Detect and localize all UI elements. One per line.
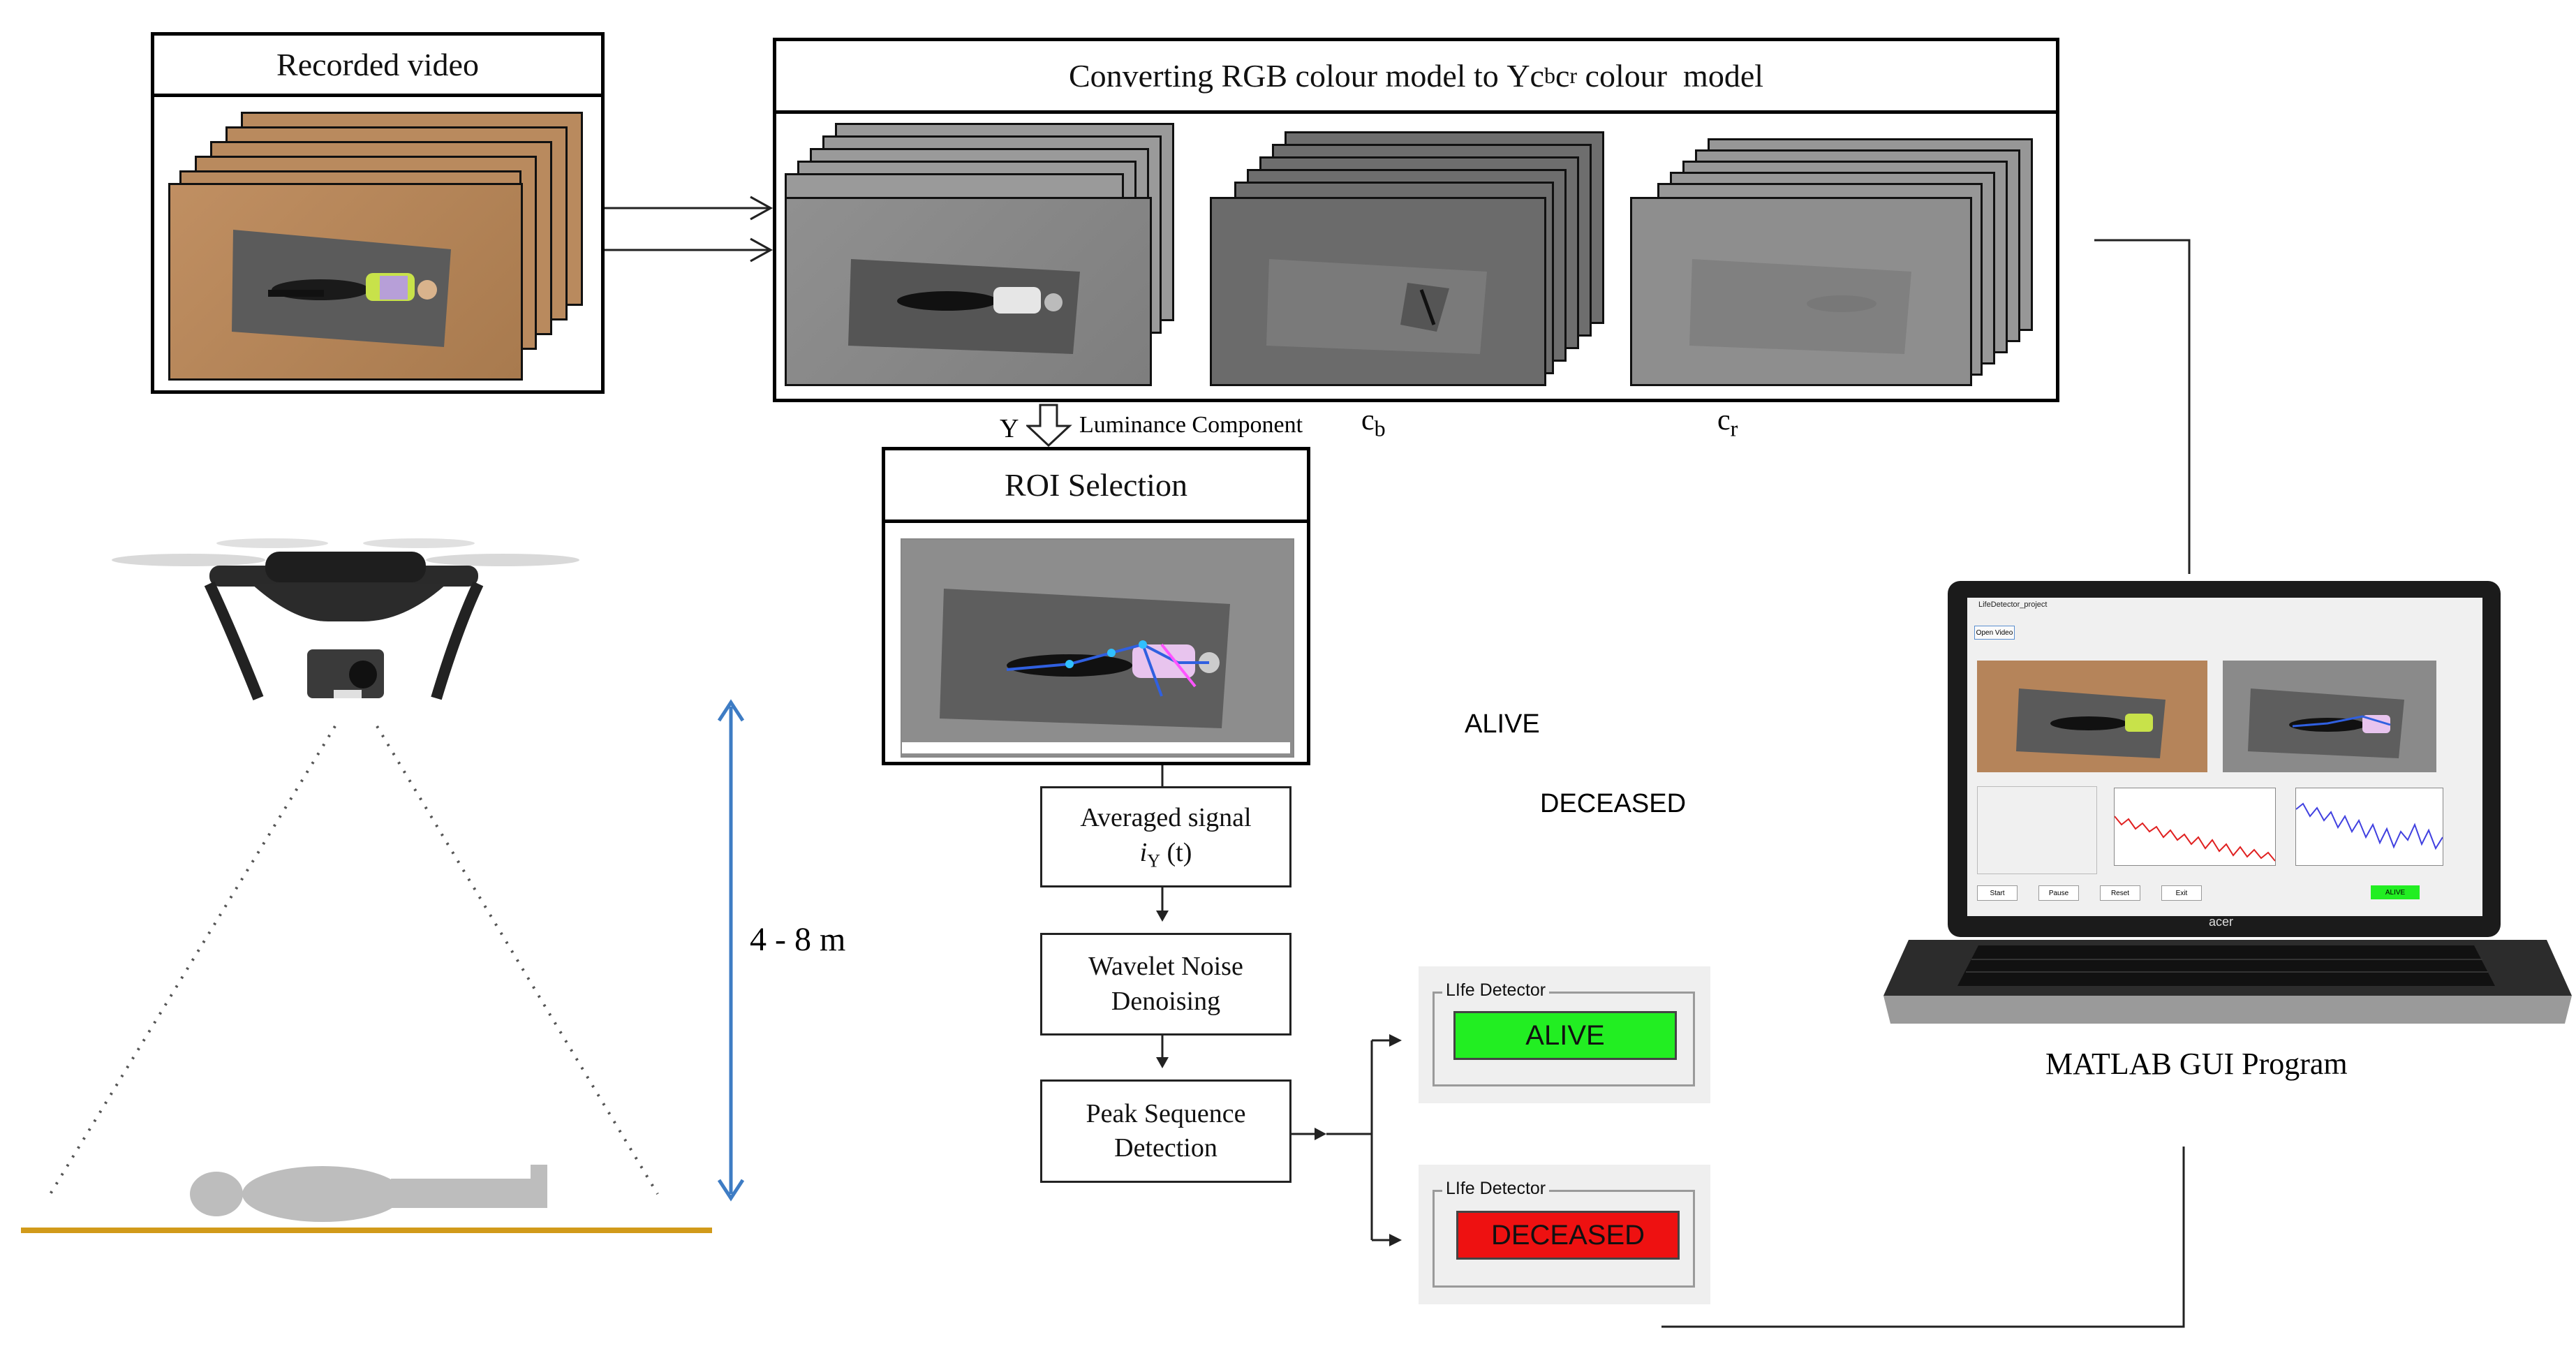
laptop-connector-lines [1661, 239, 2191, 1328]
y-label: Y [1000, 414, 1019, 443]
gui-signal-plot-blue [2295, 788, 2443, 866]
cb-channel-image [1266, 259, 1487, 354]
life-detector-alive-panel: LIfe Detector ALIVE [1419, 966, 1710, 1103]
cb-channel-frame-front [1210, 197, 1546, 386]
ground-line [21, 1228, 712, 1233]
y-channel-image [848, 259, 1080, 354]
cr-label: cr [1717, 404, 1738, 441]
laptop: acer LifeDetector_project Open Video Sta… [1881, 577, 2575, 1029]
cb-label: cb [1361, 404, 1386, 441]
cr-channel-frame-front [1630, 197, 1972, 386]
height-label: 4 - 8 m [750, 921, 846, 958]
roi-selection-panel: ROI Selection [882, 447, 1310, 765]
cr-channel-image [1689, 259, 1911, 354]
luminance-label: Luminance Component [1079, 412, 1303, 438]
gui-window: LifeDetector_project Open Video Start Pa… [1967, 598, 2482, 916]
alive-text: ALIVE [1465, 709, 1540, 739]
deceased-text: DECEASED [1540, 789, 1687, 818]
gui-info-panel [1977, 786, 2097, 874]
recorded-video-frame-front [168, 183, 523, 381]
laptop-brand: acer [2209, 915, 2234, 929]
gui-window-title: LifeDetector_project [1978, 600, 2048, 609]
drone-scene [21, 538, 745, 1233]
height-arrow-icon [717, 699, 745, 1202]
peak-sequence-step: Peak Sequence Detection [1040, 1079, 1291, 1183]
laptop-caption: MATLAB GUI Program [2045, 1047, 2348, 1081]
deceased-status-indicator: DECEASED [1456, 1211, 1680, 1260]
recorded-video-title: Recorded video [154, 36, 601, 97]
processing-connectors [1156, 765, 1402, 1246]
gui-start-button[interactable]: Start [1977, 885, 2018, 901]
luminance-arrow [1026, 404, 1072, 448]
person-silhouette-icon [190, 1165, 547, 1222]
video-to-conversion-arrows [605, 196, 773, 263]
wavelet-denoising-step: Wavelet Noise Denoising [1040, 933, 1291, 1036]
alive-status-indicator: ALIVE [1453, 1011, 1677, 1060]
gui-status-indicator: ALIVE [2371, 885, 2420, 899]
gui-reset-button[interactable]: Reset [2100, 885, 2140, 901]
life-detector-alive-label: LIfe Detector [1442, 980, 1550, 1001]
y-channel-frame-front [785, 197, 1152, 386]
life-detector-deceased-panel: LIfe Detector DECEASED [1419, 1165, 1710, 1304]
averaged-signal-step: Averaged signal iY (t) [1040, 786, 1291, 887]
roi-image [901, 538, 1294, 758]
life-detector-deceased-label: LIfe Detector [1442, 1179, 1550, 1199]
gui-signal-plot-red [2114, 788, 2276, 866]
roi-selection-title: ROI Selection [885, 450, 1307, 523]
gui-pause-button[interactable]: Pause [2038, 885, 2079, 901]
person-on-mat-image [232, 230, 451, 347]
gui-original-video [1977, 661, 2207, 772]
gui-roi-video [2223, 661, 2436, 772]
gui-exit-button[interactable]: Exit [2161, 885, 2202, 901]
gui-open-video-button[interactable]: Open Video [1974, 626, 2015, 640]
